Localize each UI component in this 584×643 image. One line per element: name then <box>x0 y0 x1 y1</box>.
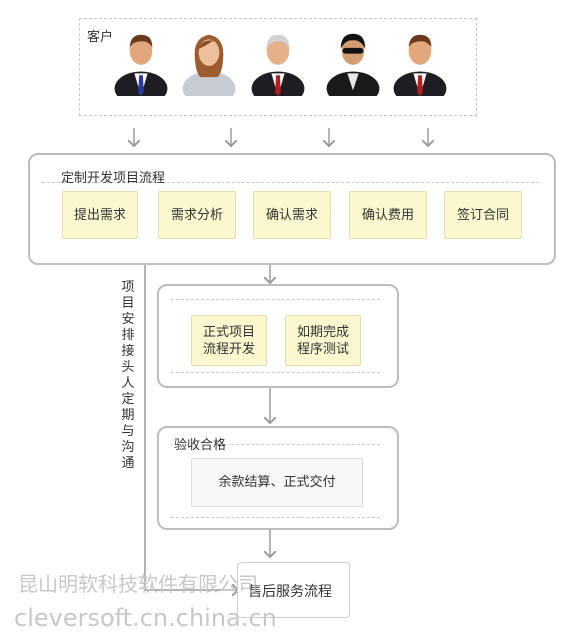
acceptance-title: 验收合格 <box>172 434 229 453</box>
watermark-url: cleversoft.cn.china.cn <box>14 604 277 632</box>
aftersales-box <box>237 562 350 618</box>
customers-panel <box>79 18 477 116</box>
avatar-male-sunglasses <box>326 33 380 96</box>
step-submit-requirements: 提出需求 <box>62 191 138 239</box>
side-note: 项目安排接头人定期与沟通 <box>121 280 135 471</box>
step-formal-dev: 正式项目 流程开发 <box>191 315 267 366</box>
step-confirm-requirements: 确认需求 <box>253 191 331 239</box>
avatar-female <box>182 34 236 96</box>
step-final-payment-delivery: 余款结算、正式交付 <box>191 458 363 507</box>
acceptance-inner <box>171 444 380 518</box>
customers-label: 客户 <box>87 30 114 45</box>
aftersales-label: 售后服务流程 <box>248 584 332 600</box>
step-testing: 如期完成 程序测试 <box>285 315 361 366</box>
custom-flow-title: 定制开发项目流程 <box>61 171 166 186</box>
watermark-company: 昆山明软科技软件有限公司 <box>18 572 258 596</box>
step-requirements-analysis: 需求分析 <box>158 191 236 239</box>
custom-flow-inner <box>42 182 539 249</box>
avatar-male-red-tie-2 <box>393 34 447 96</box>
dev-inner <box>171 299 380 373</box>
step-sign-contract: 签订合同 <box>444 191 522 239</box>
step-confirm-cost: 确认费用 <box>349 191 427 239</box>
avatar-male-red-tie <box>114 34 168 96</box>
avatar-older-male <box>251 34 305 96</box>
